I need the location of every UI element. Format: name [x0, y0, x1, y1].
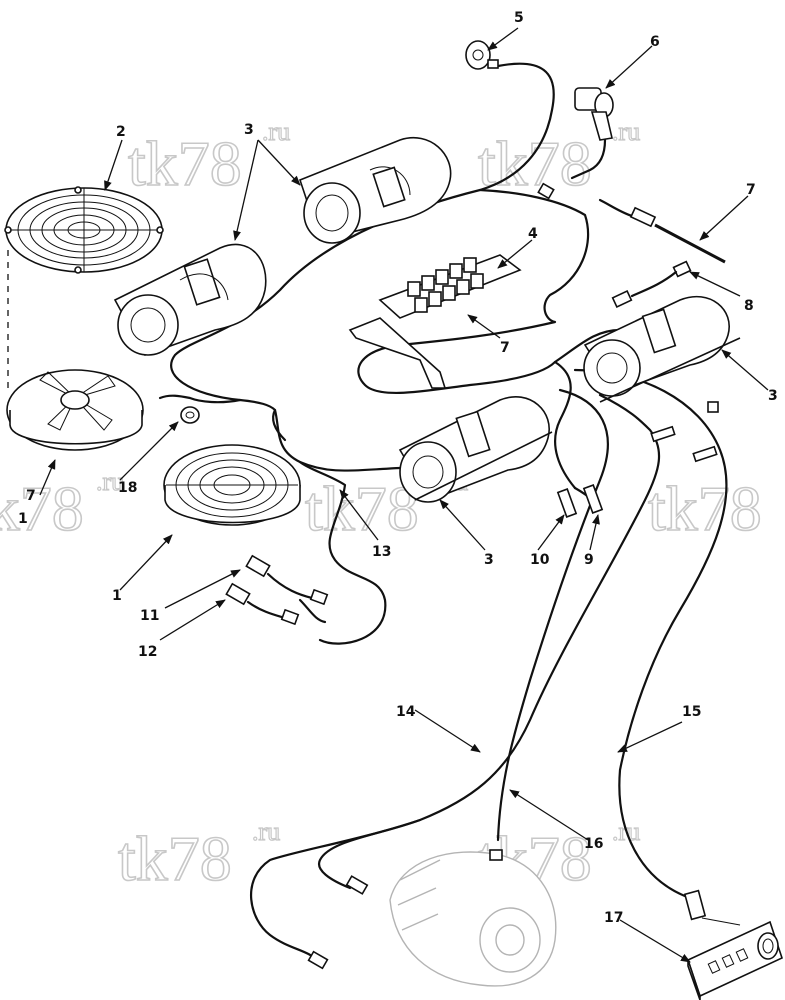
watermark: tk78	[647, 472, 762, 545]
jumper-harness-11	[245, 554, 329, 606]
callout-7-fan: 7	[26, 488, 36, 504]
svg-text:tk78: tk78	[305, 473, 419, 544]
svg-text:.ru: .ru	[612, 117, 640, 146]
sensor	[465, 40, 499, 70]
blower-unit-right	[583, 295, 741, 403]
callout-13: 13	[372, 544, 391, 560]
callout-18: 18	[118, 480, 137, 496]
callout-11: 11	[140, 608, 159, 624]
callout-15: 15	[682, 704, 701, 720]
callout-labels: 5 6 2 3 4 7 8 7 3 18 7 1 13 3 10 9 1 11 …	[18, 10, 778, 926]
svg-text:.ru: .ru	[96, 467, 124, 496]
blower-unit-upper	[299, 137, 452, 244]
solenoid-valve	[570, 87, 614, 180]
callout-14: 14	[396, 704, 416, 720]
callout-9: 9	[584, 552, 594, 568]
jumper-harness-12	[225, 582, 300, 626]
callout-5: 5	[514, 10, 524, 26]
svg-text:tk78: tk78	[478, 128, 592, 199]
callout-1-left: 1	[18, 511, 28, 527]
watermark: tk78 .ru	[117, 816, 281, 894]
callout-17: 17	[604, 910, 623, 926]
callout-7-probe: 7	[746, 182, 756, 198]
callout-3-center: 3	[484, 552, 494, 568]
blower-unit-center	[398, 396, 553, 503]
callout-6: 6	[650, 34, 660, 50]
svg-text:.ru: .ru	[262, 117, 290, 146]
svg-text:tk78: tk78	[0, 473, 84, 544]
svg-text:tk78: tk78	[128, 128, 242, 199]
condenser-fan-assembly-left	[6, 369, 144, 451]
callout-3-upper: 3	[244, 122, 254, 138]
relay-module-group	[407, 257, 484, 313]
adapter-harness	[611, 260, 692, 308]
callout-3-right: 3	[768, 388, 778, 404]
condenser-fan-assembly-center	[163, 444, 301, 526]
callout-10: 10	[530, 552, 550, 568]
compressor-connectors	[307, 849, 503, 970]
svg-text:tk78: tk78	[648, 473, 762, 544]
callout-7-board: 7	[500, 340, 510, 356]
fuse-holder-10	[556, 488, 578, 518]
fuse-holder-9	[573, 484, 604, 514]
temperature-probe	[598, 198, 726, 264]
callout-1-center: 1	[112, 588, 122, 604]
callout-12: 12	[138, 644, 157, 660]
watermark: tk78 .ru	[477, 116, 641, 199]
callout-4: 4	[528, 226, 538, 242]
leader-lines	[7, 27, 769, 963]
branch-connectors	[537, 182, 719, 463]
harness-wires	[158, 62, 728, 964]
compressor-reference	[389, 851, 557, 987]
callout-8: 8	[744, 298, 754, 314]
watermark: tk78 .ru	[127, 116, 291, 199]
grommet	[180, 406, 200, 424]
svg-text:tk78: tk78	[118, 823, 232, 894]
callout-16: 16	[584, 836, 603, 852]
blower-unit-left	[113, 243, 267, 356]
callout-2: 2	[116, 124, 126, 140]
fan-guard-grille	[4, 186, 164, 274]
control-panel	[683, 889, 783, 1000]
svg-text:.ru: .ru	[252, 817, 280, 846]
relay-board	[348, 254, 522, 389]
watermark: tk78 .ru	[0, 466, 125, 544]
